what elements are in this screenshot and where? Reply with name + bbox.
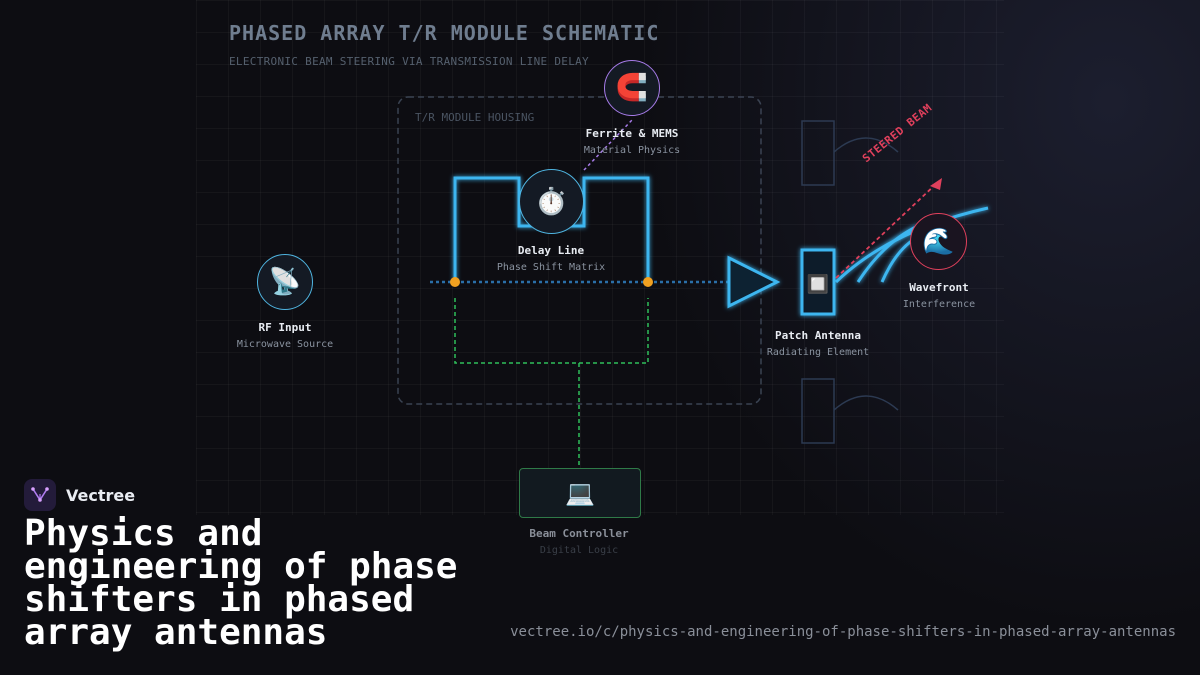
blueprint-grid [196, 0, 1004, 515]
background-glow [600, 0, 1200, 675]
amplifier-triangle [727, 255, 781, 309]
delay-line-node: ⏱️ [519, 169, 584, 234]
rf-input-subtitle: Microwave Source [236, 339, 334, 350]
wavefront-node: 🌊 [910, 213, 967, 270]
rf-input-node: 📡 [257, 254, 313, 310]
steered-beam-line [835, 183, 937, 279]
beam-controller-subtitle: Digital Logic [539, 545, 619, 556]
laptop-icon: 💻 [565, 479, 595, 507]
vectree-logo-icon [24, 479, 56, 511]
array-element-bottom [801, 378, 835, 444]
patch-antenna-icon-wrap: 🔲 [806, 272, 830, 296]
rf-input-title: RF Input [258, 321, 312, 334]
delay-line-subtitle: Phase Shift Matrix [496, 262, 606, 273]
wavefront-subtitle: Interference [902, 299, 976, 310]
page-headline: Physics and engineering of phase shifter… [24, 513, 458, 653]
array-arc-top [833, 137, 899, 153]
page-url[interactable]: vectree.io/c/physics-and-engineering-of-… [510, 624, 1176, 640]
patch-antenna-subtitle: Radiating Element [766, 347, 870, 358]
housing-label: T/R MODULE HOUSING [415, 111, 535, 124]
array-arc-bottom [833, 395, 899, 411]
diagram-subtitle: ELECTRONIC BEAM STEERING VIA TRANSMISSIO… [229, 55, 589, 68]
diagram-title: PHASED ARRAY T/R MODULE SCHEMATIC [229, 21, 660, 45]
wave-icon: 🌊 [922, 226, 955, 257]
satellite-dish-icon: 📡 [268, 267, 302, 297]
magnet-icon: 🧲 [615, 73, 649, 103]
delay-line-title: Delay Line [517, 244, 585, 257]
steered-beam-arrowhead [930, 178, 942, 190]
array-element-top [801, 120, 835, 186]
module-housing [397, 96, 762, 405]
square-button-icon: 🔲 [806, 273, 830, 295]
switch-node-left [450, 277, 460, 287]
patch-antenna-element [800, 248, 836, 316]
stopwatch-icon: ⏱️ [535, 186, 568, 217]
patch-antenna-title: Patch Antenna [774, 329, 862, 342]
wavefront-title: Wavefront [909, 281, 969, 294]
ferrite-subtitle: Material Physics [583, 145, 681, 156]
brand[interactable]: Vectree [24, 479, 135, 511]
beam-controller-title: Beam Controller [529, 527, 629, 540]
ferrite-title: Ferrite & MEMS [585, 127, 679, 140]
switch-node-right [643, 277, 653, 287]
control-line [454, 298, 649, 364]
ferrite-node: 🧲 [604, 60, 660, 116]
brand-name: Vectree [66, 485, 136, 505]
beam-controller-node: 💻 [519, 468, 641, 518]
